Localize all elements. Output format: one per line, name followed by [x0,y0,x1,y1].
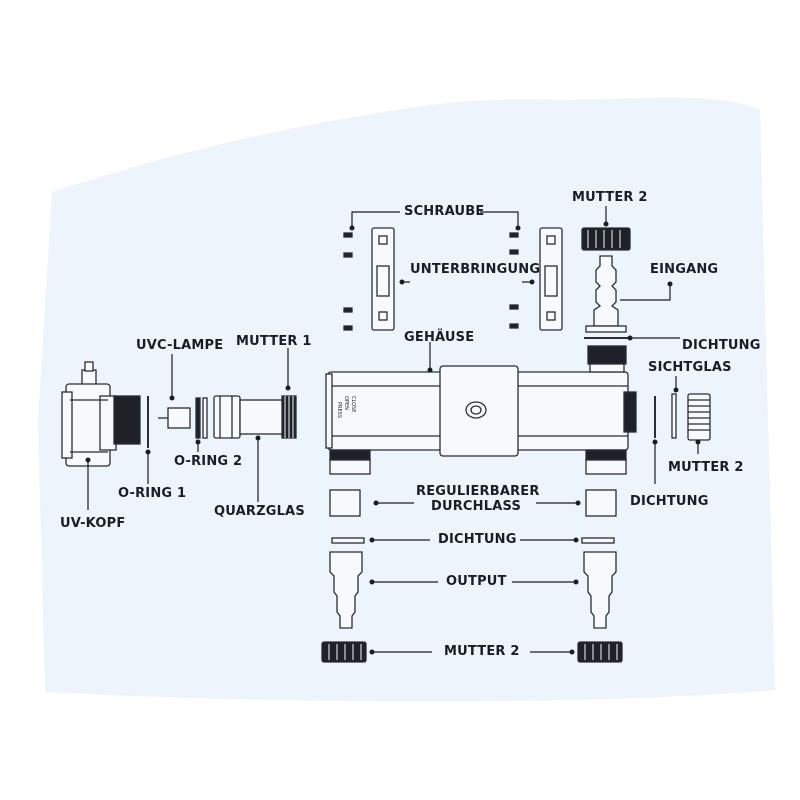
label-quarzglas: QUARZGLAS [214,504,305,519]
label-output: OUTPUT [446,574,507,589]
label-unterbringung: UNTERBRINGUNG [410,262,541,277]
quartz-collar-part [213,395,241,439]
leader-lines [87,206,699,653]
output-connector-left-part [329,551,363,629]
mutter-2-bottom-left-part [321,641,367,663]
uv-head-part [61,361,141,467]
sichtglas-part [671,393,677,439]
leader-schraube-right [480,211,519,228]
label-dichtung-bottom: DICHTUNG [438,532,517,547]
housing-print: PRESS OPEN CLOSE [336,396,356,418]
quartz-glass-part [239,399,285,435]
label-uv-kopf: UV-KOPF [60,516,126,531]
uvc-lamp-part [158,407,191,429]
label-dichtung-right: DICHTUNG [630,494,709,509]
screws-part [343,232,519,331]
mutter-2-bottom-right-part [577,641,623,663]
leader-eingang [620,284,671,301]
housing-part [325,345,637,475]
label-regulierbarer-line-2: DURCHLASS [430,499,522,514]
o-ring-2-part [195,397,208,439]
label-eingang: EINGANG [650,262,719,277]
adjustable-outlet-left-part [329,489,361,517]
leader-dots [85,221,701,655]
label-o-ring-2: O-RING 2 [174,454,243,469]
housing-print-press: PRESS [336,402,342,418]
label-mutter-2-top: MUTTER 2 [572,190,648,205]
mutter-1-part [281,395,297,439]
label-mutter-2-bottom: MUTTER 2 [444,644,520,659]
adjustable-outlet-right-part [585,489,617,517]
mutter-2-right-part [687,393,711,441]
dichtung-bottom-left-part [331,537,365,544]
label-schraube: SCHRAUBE [404,204,485,219]
output-connector-right-part [583,551,617,629]
label-uvc-lampe: UVC-LAMPE [136,338,224,353]
label-regulierbarer-line-1: REGULIERBARER [416,484,540,499]
label-sichtglas: SICHTGLAS [648,360,732,375]
housing-print-open: OPEN [343,396,349,410]
inlet-hose-connector-part [585,255,627,333]
leader-schraube [351,211,400,228]
housing-print-close: CLOSE [350,396,356,412]
mutter-2-top-part [581,227,631,251]
label-mutter-1: MUTTER 1 [236,334,312,349]
label-o-ring-1: O-RING 1 [118,486,187,501]
label-regulierbarer-durchlass: REGULIERBARER DURCHLASS [416,484,540,514]
label-dichtung-top: DICHTUNG [682,338,761,353]
dichtung-bottom-right-part [581,537,615,544]
label-mutter-2-right: MUTTER 2 [668,460,744,475]
mounting-bracket-right-part [539,227,563,331]
label-gehaeuse: GEHÄUSE [404,330,475,345]
mounting-bracket-left-part [371,227,395,331]
